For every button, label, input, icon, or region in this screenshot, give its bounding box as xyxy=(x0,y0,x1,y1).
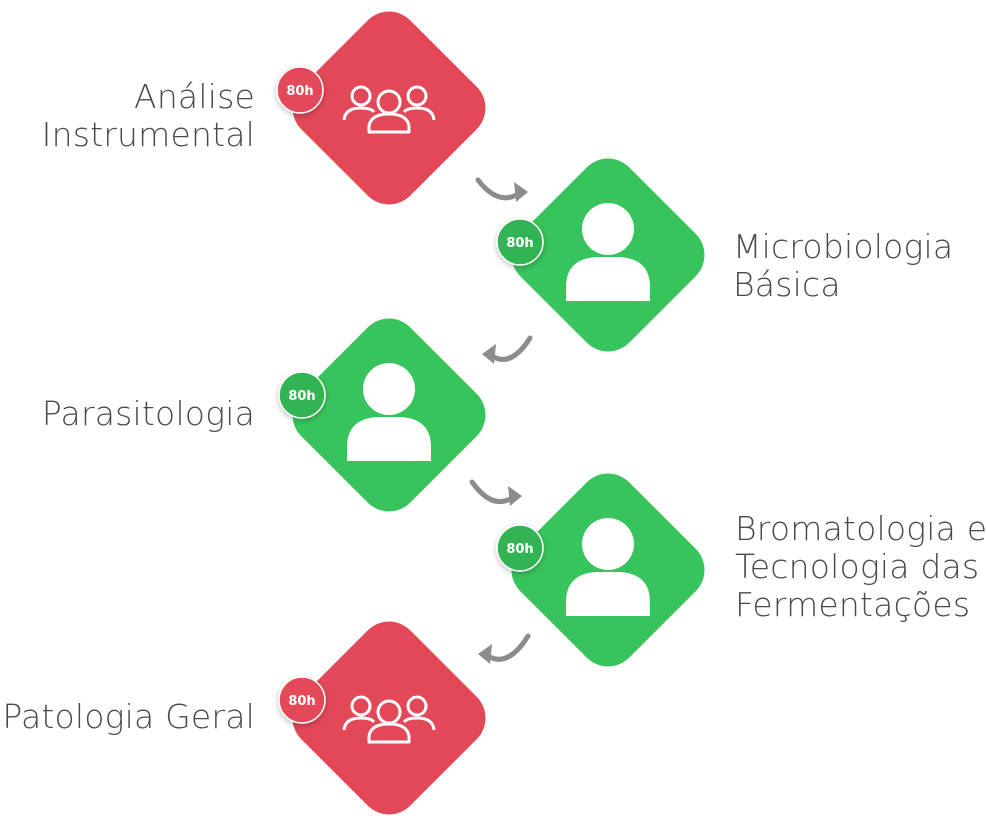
group-icon xyxy=(342,695,436,744)
hours-badge: 80h xyxy=(278,676,326,724)
step-node: 80h xyxy=(496,158,705,352)
step-title-line: Tecnologia das xyxy=(735,547,980,586)
step-title: Patologia Geral xyxy=(2,698,255,736)
step-title-line: Microbiologia xyxy=(733,227,954,266)
step-node: 80h xyxy=(278,621,486,815)
hours-badge: 80h xyxy=(496,524,544,572)
step-node: 80h xyxy=(276,11,486,205)
step-title-line: Parasitologia xyxy=(41,394,255,433)
hours-badge: 80h xyxy=(276,66,324,114)
step-diamond xyxy=(292,11,486,205)
hours-label: 80h xyxy=(288,694,315,709)
nodes-layer: 80h 80h 80h 80h 80h xyxy=(276,11,705,815)
step-diamond xyxy=(292,621,486,815)
step-title-line: Bromatologia e xyxy=(735,509,986,548)
step-node: 80h xyxy=(278,318,486,512)
step-title-line: Instrumental xyxy=(41,115,255,154)
hours-badge: 80h xyxy=(496,218,544,266)
hours-label: 80h xyxy=(506,542,533,557)
hours-label: 80h xyxy=(288,389,315,404)
step-title-line: Patologia Geral xyxy=(2,697,255,736)
flow-arrow-icon xyxy=(482,335,533,364)
group-icon xyxy=(342,85,436,134)
flow-arrow-icon xyxy=(475,177,528,202)
step-title: Parasitologia xyxy=(42,395,255,433)
step-node: 80h xyxy=(496,473,705,667)
person-icon xyxy=(566,518,650,616)
hours-label: 80h xyxy=(286,84,313,99)
flow-arrow-icon xyxy=(478,633,531,664)
hours-label: 80h xyxy=(506,236,533,251)
flow-arrow-icon xyxy=(469,479,522,506)
step-title-line: Análise xyxy=(134,77,255,116)
step-title-line: Fermentações xyxy=(735,585,971,624)
step-title-line: Básica xyxy=(733,265,841,304)
person-icon xyxy=(347,363,431,461)
arrows-layer xyxy=(469,177,533,664)
person-icon xyxy=(566,203,650,301)
hours-badge: 80h xyxy=(278,371,326,419)
